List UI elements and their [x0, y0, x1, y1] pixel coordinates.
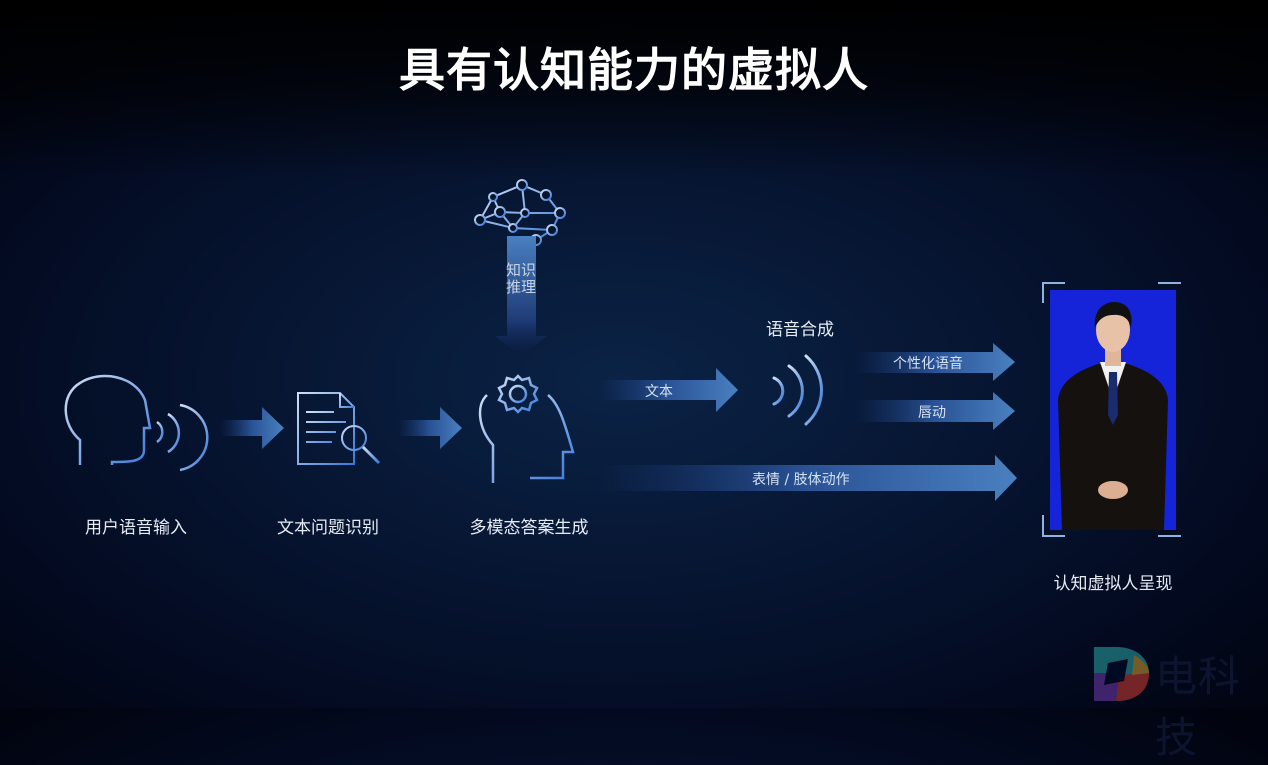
expression-label: 表情 / 肢体动作: [752, 472, 850, 488]
step-label-presentation: 认知虚拟人呈现: [1053, 574, 1173, 594]
text-arrow-label: 文本: [645, 384, 673, 400]
virtual-human-figure: [1058, 302, 1168, 530]
step-label-text-recognition: 文本问题识别: [277, 518, 379, 538]
document-search-icon: [297, 392, 381, 465]
personalized-voice-arrow: [855, 343, 1015, 381]
flow-arrow-1: [220, 407, 284, 449]
knowledge-arrow: [495, 236, 547, 356]
lip-label: 唇动: [918, 405, 946, 421]
personalized-voice-label: 个性化语音: [893, 356, 963, 372]
page-title: 具有认知能力的虚拟人: [399, 43, 869, 97]
expression-arrow: [598, 455, 1017, 501]
brain-network-icon: [474, 179, 566, 246]
flow-arrow-2: [398, 407, 462, 449]
watermark-text: 电科技: [1155, 652, 1242, 762]
speaking-head-icon: [64, 374, 209, 472]
virtual-human-image: [1050, 290, 1176, 530]
speech-synthesis-label: 语音合成: [766, 320, 834, 340]
knowledge-reasoning-label: 知识推理: [505, 261, 536, 296]
brand-logo: [1094, 645, 1264, 701]
step-label-voice-input: 用户语音输入: [85, 518, 187, 538]
logo-mark-icon: [1094, 647, 1149, 701]
text-arrow: [598, 368, 738, 412]
diagram-graphics: [64, 179, 1181, 537]
head-gear-icon: [478, 374, 575, 483]
lip-arrow: [855, 392, 1015, 430]
sound-wave-icon: [772, 354, 824, 426]
avatar-frame: [1042, 282, 1181, 537]
step-label-answer-generation: 多模态答案生成: [469, 518, 589, 538]
